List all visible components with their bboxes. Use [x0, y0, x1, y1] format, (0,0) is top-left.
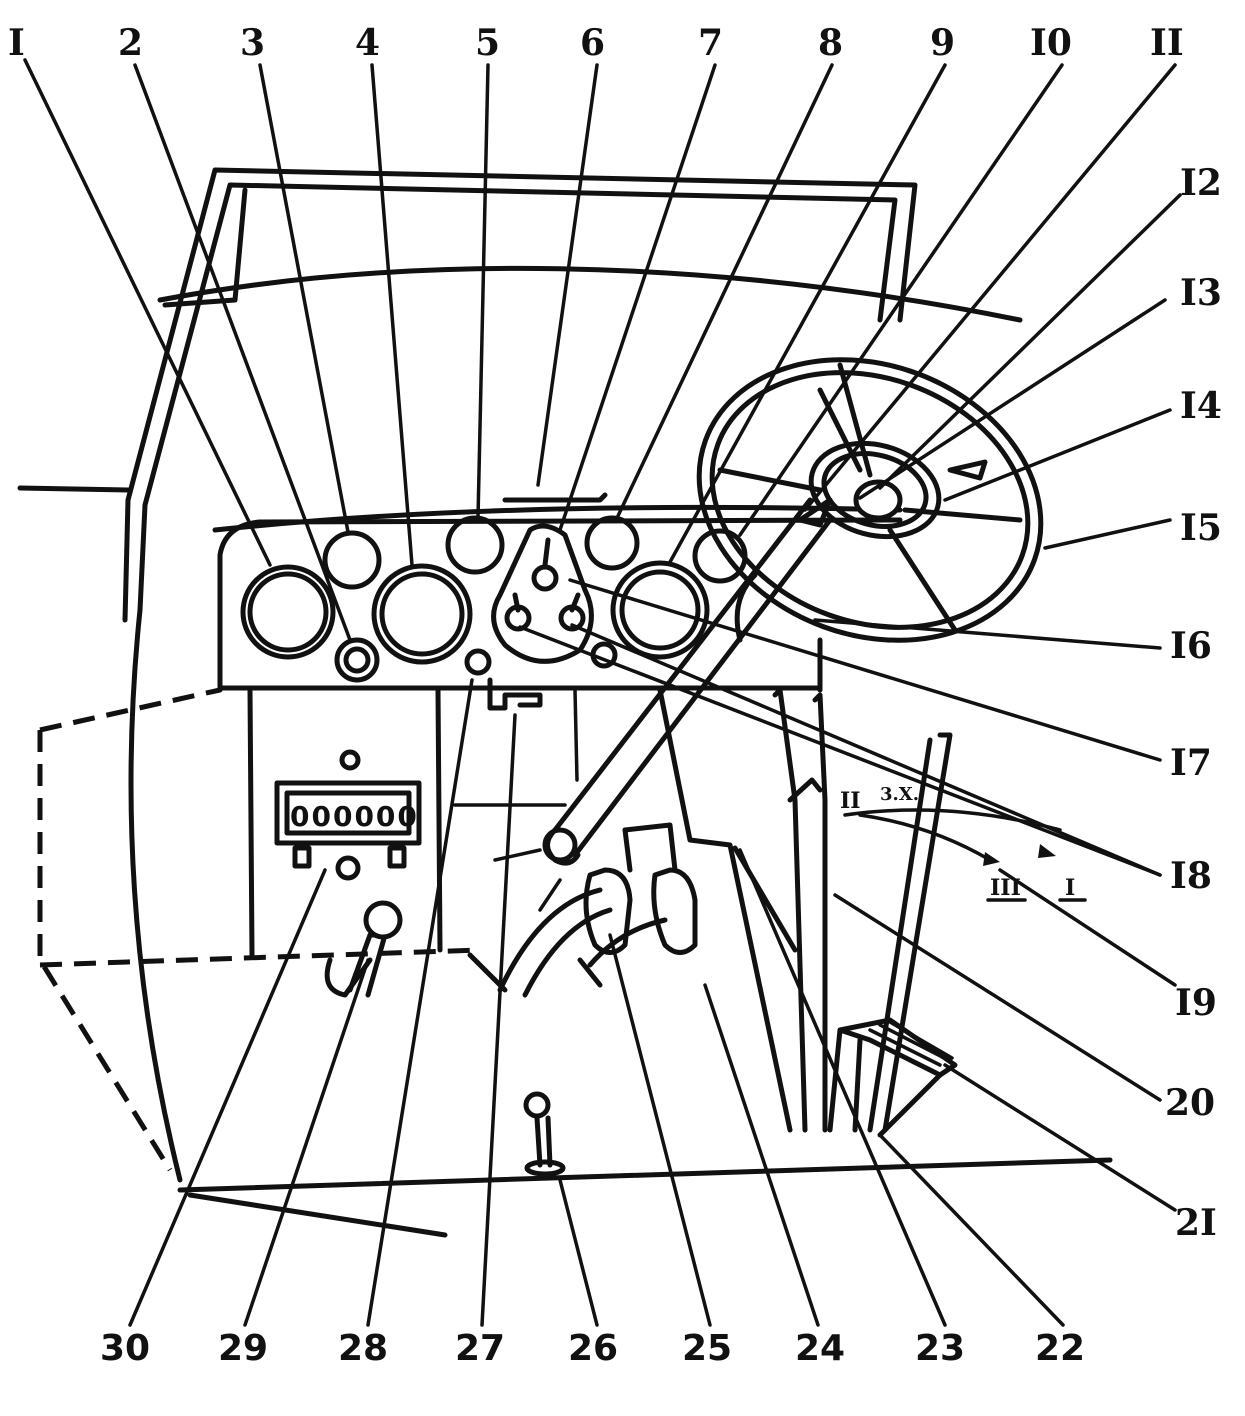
- bracket-27: [487, 677, 543, 711]
- steering-column: [542, 497, 833, 866]
- label-bottom-27: 27: [455, 1328, 505, 1369]
- label-right-18: I8: [1170, 855, 1212, 897]
- gauge-9: [692, 528, 748, 584]
- gear-mark-1: I: [1065, 875, 1075, 901]
- gauge-4: [371, 563, 473, 665]
- label-top-11: II: [1150, 22, 1184, 64]
- gauge-8-inner: [619, 569, 701, 651]
- label-right-19: I9: [1175, 982, 1217, 1024]
- gauge-5: [445, 515, 505, 575]
- label-bottom-24: 24: [795, 1328, 845, 1369]
- hand-lever: [324, 900, 403, 998]
- button-2: [334, 637, 380, 683]
- label-bottom-29: 29: [218, 1328, 268, 1369]
- floor-lever: [523, 1091, 566, 1177]
- label-top-8: 8: [818, 22, 843, 64]
- gauge-3: [322, 530, 382, 590]
- label-right-21: 2I: [1175, 1202, 1217, 1244]
- label-bottom-23: 23: [915, 1328, 965, 1369]
- label-top-5: 5: [475, 22, 500, 64]
- label-top-1: I: [8, 22, 25, 64]
- label-right-16: I6: [1170, 625, 1212, 667]
- label-bottom-28: 28: [338, 1328, 388, 1369]
- label-top-3: 3: [240, 22, 265, 64]
- label-right-20: 20: [1165, 1082, 1215, 1124]
- gauge-8: [610, 560, 710, 660]
- windshield-frame: [17, 167, 918, 623]
- leader-lines: [23, 58, 1182, 1327]
- switch-plate: [491, 523, 594, 664]
- odometer-digits: 000000: [290, 800, 419, 833]
- instrument-panel: [217, 517, 903, 693]
- label-top-2: 2: [118, 22, 143, 64]
- gauge-4-inner: [379, 571, 465, 657]
- labels-right: I2 I3 I4 I5 I6 I7 I8 I9 20 2I: [1165, 162, 1222, 1244]
- label-right-15: I5: [1180, 507, 1222, 549]
- label-bottom-22: 22: [1035, 1328, 1085, 1369]
- button-2-inner: [343, 646, 371, 674]
- cab-body: [37, 607, 1113, 1238]
- gear-mark-rev: 3.X.: [880, 784, 919, 805]
- label-bottom-30: 30: [100, 1328, 150, 1369]
- label-right-13: I3: [1180, 272, 1222, 314]
- label-top-4: 4: [355, 22, 380, 64]
- label-top-6: 6: [580, 22, 605, 64]
- gear-marks: II 3.X. III I: [840, 784, 1087, 902]
- labels-bottom: 30 29 28 27 26 25 24 23 22: [100, 1328, 1085, 1369]
- label-bottom-25: 25: [682, 1328, 732, 1369]
- pedals: [497, 822, 698, 998]
- label-top-7: 7: [698, 22, 723, 64]
- indicator-28: [464, 648, 492, 676]
- label-right-14: I4: [1180, 385, 1222, 427]
- hour-meter: 000000: [274, 749, 422, 881]
- label-right-12: I2: [1180, 162, 1222, 204]
- gauge-1-inner: [247, 571, 329, 653]
- gauge-1: [240, 564, 336, 660]
- label-bottom-26: 26: [568, 1328, 618, 1369]
- label-right-17: I7: [1170, 742, 1212, 784]
- label-top-10: I0: [1030, 22, 1072, 64]
- label-top-9: 9: [930, 22, 955, 64]
- labels-top: I 2 3 4 5 6 7 8 9 I0 II: [8, 22, 1184, 64]
- gear-mark-2: II: [840, 788, 861, 814]
- gauge-7: [584, 515, 640, 571]
- steering-wheel: [696, 357, 1044, 643]
